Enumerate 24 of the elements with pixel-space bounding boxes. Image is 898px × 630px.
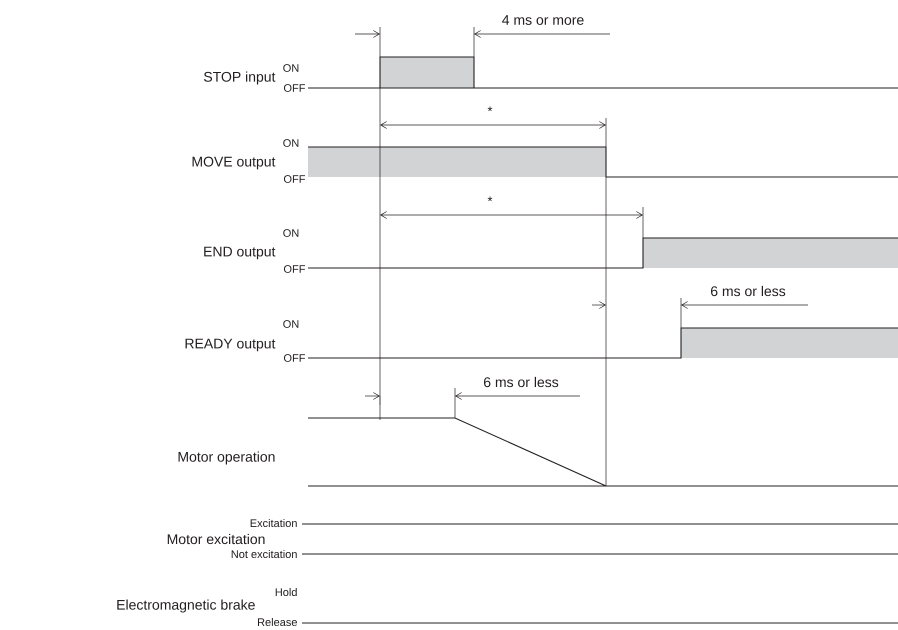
state-label: Not excitation (232, 550, 297, 558)
state-label: OFF (284, 84, 305, 92)
state-label: Release (258, 618, 297, 626)
state-label: ON (283, 320, 298, 328)
signal-name: Electromagnetic brake (117, 599, 255, 613)
signal-name: STOP input (204, 71, 276, 85)
state-label: ON (283, 139, 298, 147)
signal-name: END output (204, 246, 276, 260)
dimension-label: 4 ms or more (502, 15, 584, 25)
signal-name: Motor excitation (168, 534, 265, 544)
state-label: OFF (284, 354, 305, 362)
dimension-label: 6 ms or less (710, 286, 786, 296)
state-label: ON (283, 229, 298, 237)
state-label: Excitation (250, 518, 297, 528)
state-label: Hold (276, 588, 297, 596)
dimension-label: * (488, 106, 492, 112)
state-label: ON (283, 64, 298, 72)
signal-name: MOVE output (192, 156, 276, 170)
dimension-label: 6 ms or less (484, 376, 558, 388)
signal-name: Motor operation (178, 451, 275, 465)
state-label: OFF (284, 175, 305, 183)
signal-name: READY output (186, 338, 276, 352)
dimension-label: * (488, 196, 492, 202)
state-label: OFF (284, 265, 305, 273)
